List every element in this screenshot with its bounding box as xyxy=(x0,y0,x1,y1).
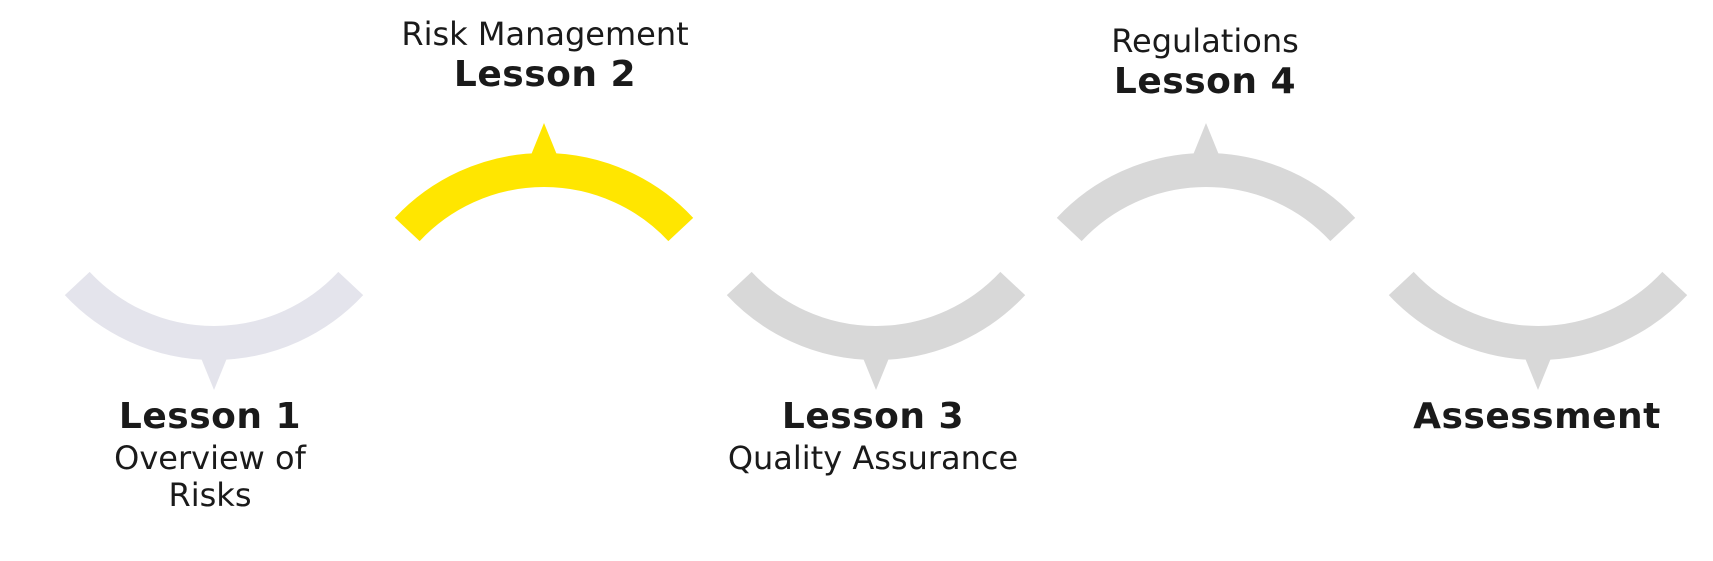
roadmap-segment-1[interactable] xyxy=(64,271,364,390)
roadmap-arc-3 xyxy=(726,271,1026,360)
lesson-2-label[interactable]: Risk Management Lesson 2 xyxy=(401,16,688,95)
lesson-3-label[interactable]: Lesson 3 Quality Assurance xyxy=(728,397,1018,477)
roadmap-arc-5 xyxy=(1388,271,1688,360)
lesson-4-title: Lesson 4 xyxy=(1113,61,1297,102)
lesson-4-subtitle: Regulations xyxy=(1111,22,1299,60)
roadmap-pointer-3 xyxy=(863,358,889,390)
lesson-3-subtitle: Quality Assurance xyxy=(727,439,1019,477)
assessment-title: Assessment xyxy=(1413,396,1661,437)
roadmap-segment-5[interactable] xyxy=(1388,271,1688,390)
roadmap-pointer-1 xyxy=(201,358,227,390)
assessment-label[interactable]: Assessment xyxy=(1413,397,1661,437)
lesson-4-label[interactable]: Regulations Lesson 4 xyxy=(1111,23,1299,102)
roadmap-segment-4[interactable] xyxy=(1056,123,1356,242)
roadmap-arc-2 xyxy=(394,153,694,242)
roadmap-pointer-4 xyxy=(1193,123,1219,155)
lesson-1-subtitle: Overview of Risks xyxy=(114,439,306,514)
lesson-3-title: Lesson 3 xyxy=(781,396,965,437)
roadmap-segment-3[interactable] xyxy=(726,271,1026,390)
lesson-2-title: Lesson 2 xyxy=(453,54,637,95)
roadmap-arc-1 xyxy=(64,271,364,360)
lesson-2-subtitle: Risk Management xyxy=(401,15,689,53)
roadmap-arc-4 xyxy=(1056,153,1356,242)
lesson-1-title: Lesson 1 xyxy=(118,396,302,437)
roadmap-segment-2[interactable] xyxy=(394,123,694,242)
lesson-1-label[interactable]: Lesson 1 Overview of Risks xyxy=(114,397,306,514)
roadmap-pointer-2 xyxy=(531,123,557,155)
roadmap-pointer-5 xyxy=(1525,358,1551,390)
